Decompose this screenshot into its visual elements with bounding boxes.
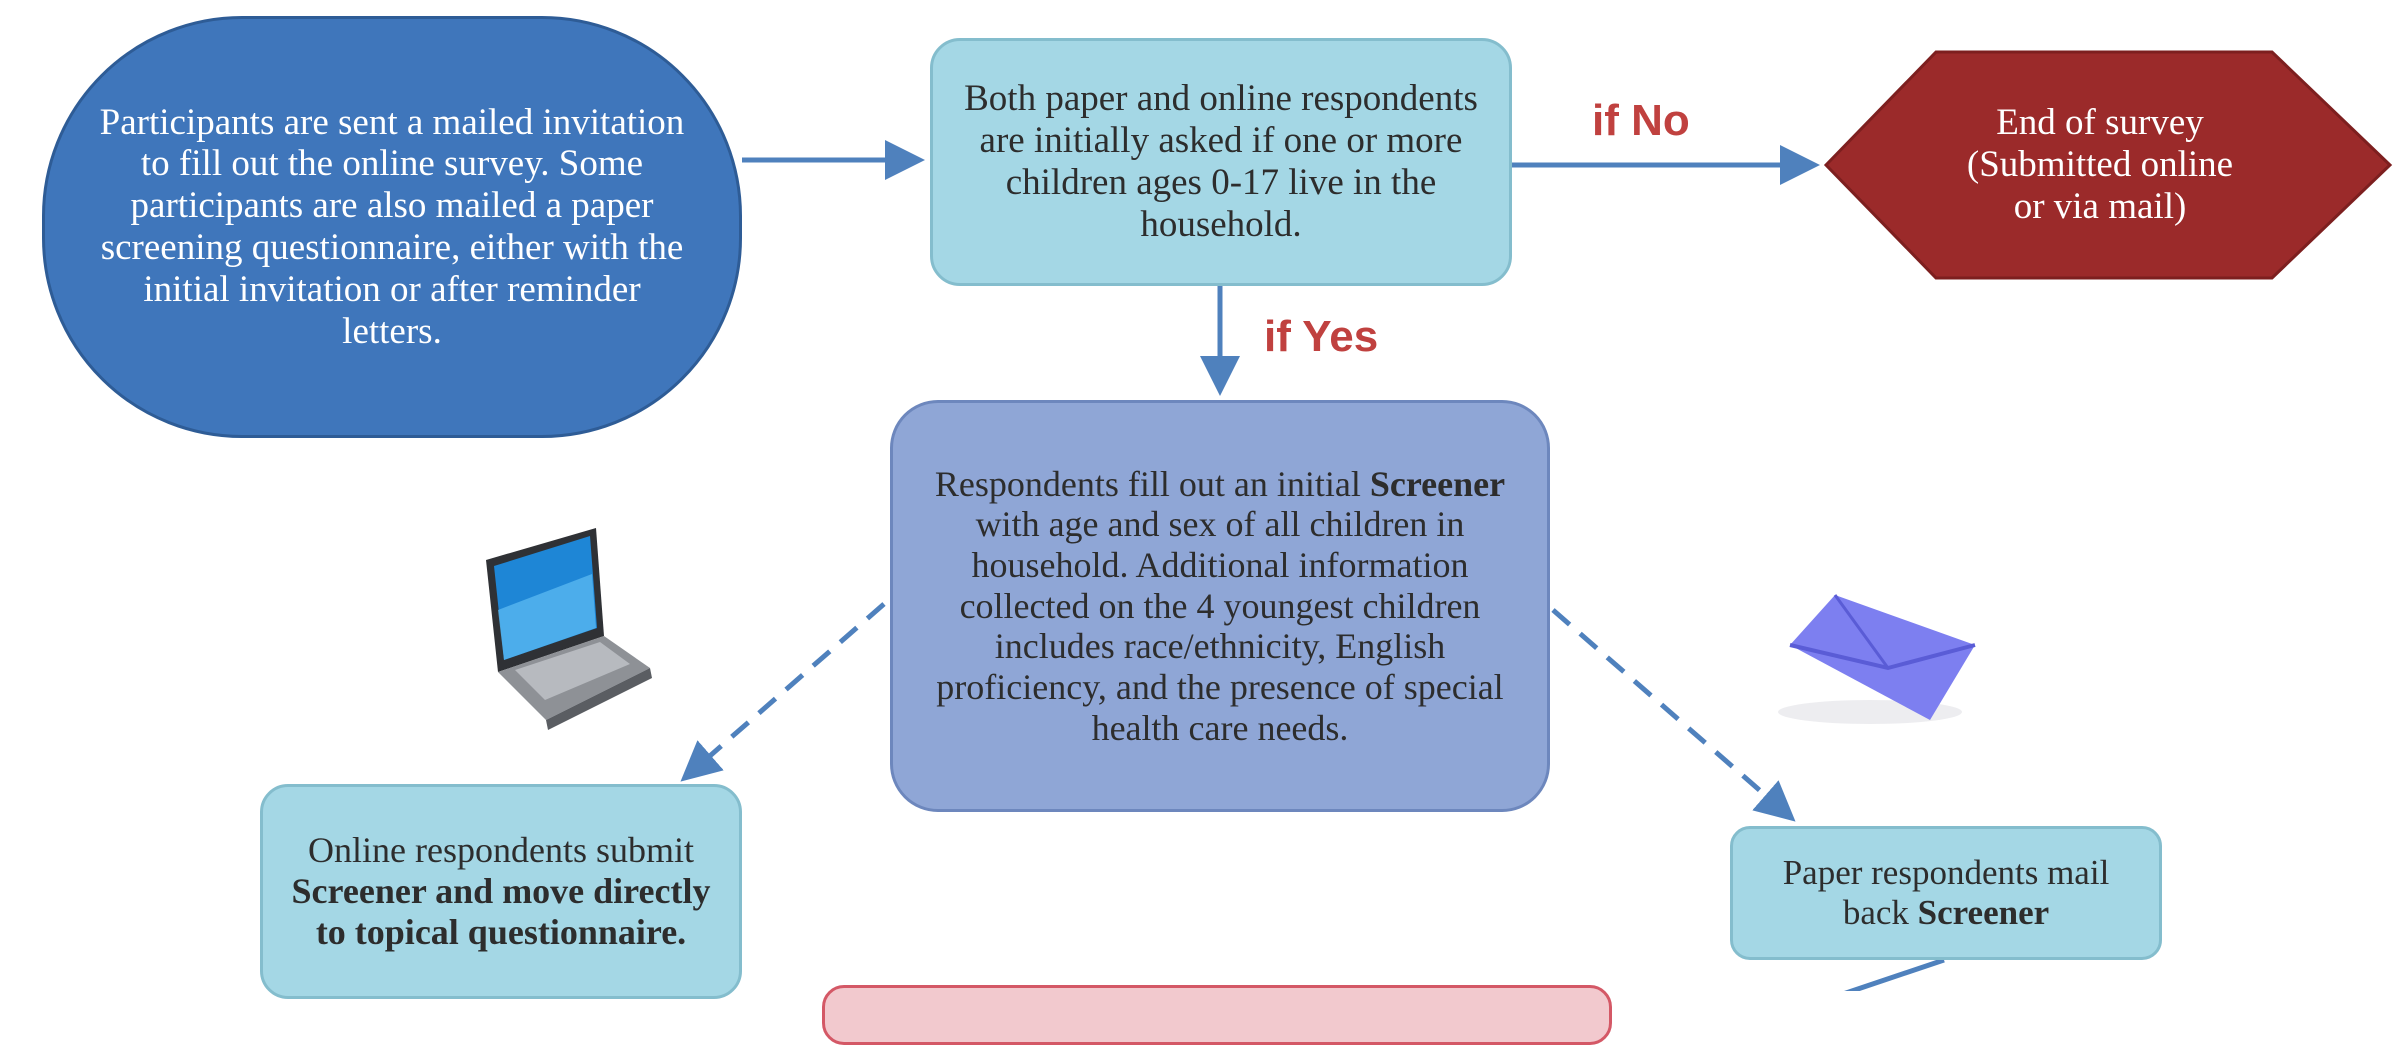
end-line-3: or via mail) [2013,185,2187,227]
diagram-canvas [486,50,2393,991]
online-text-pre: Online respondents submit [308,830,694,871]
paper-respondents-box: Paper respondents mail back Screener [1730,826,2162,960]
paper-text-bold: Screener [1917,893,2050,932]
if-yes-label: if Yes [1264,312,1379,361]
laptop-icon [486,528,652,730]
household-question-text: Both paper and online respondents are in… [964,78,1478,245]
if-no-label: if No [1592,96,1690,145]
online-respondents-box: Online respondents submit Screener and m… [260,784,742,999]
end-of-survey-text: End of survey (Submitted online or via m… [1830,52,2370,278]
online-text-bold: Screener and move directly to topical qu… [291,871,711,952]
end-line-1: End of survey [1996,102,2204,144]
envelope-icon [1778,594,1976,724]
screener-text-pre: Respondents fill out an initial [934,463,1361,504]
household-question-box: Both paper and online respondents are in… [930,38,1512,286]
screener-text-bold: Screener [1369,463,1506,504]
screener-text: Respondents fill out an initial Screener… [919,464,1521,749]
screener-box: Respondents fill out an initial Screener… [890,400,1550,812]
end-of-survey-shape [1823,50,2393,280]
topical-questionnaire-box-partial [822,985,1612,1045]
screener-text-post: with age and sex of all children in hous… [936,504,1504,748]
online-respondents-text: Online respondents submit Screener and m… [281,830,721,952]
arrow-screener-to-paper [1551,608,1796,822]
arrow-screener-to-online [680,602,886,782]
start-invitation-text: Participants are sent a mailed invitatio… [99,101,685,352]
paper-respondents-text: Paper respondents mail back Screener [1747,853,2145,932]
start-invitation-box: Participants are sent a mailed invitatio… [42,16,742,438]
end-line-2: (Submitted online [1966,144,2234,186]
arrow-paper-down [1844,957,1945,991]
paper-text-pre: Paper respondents mail back [1782,853,2110,932]
